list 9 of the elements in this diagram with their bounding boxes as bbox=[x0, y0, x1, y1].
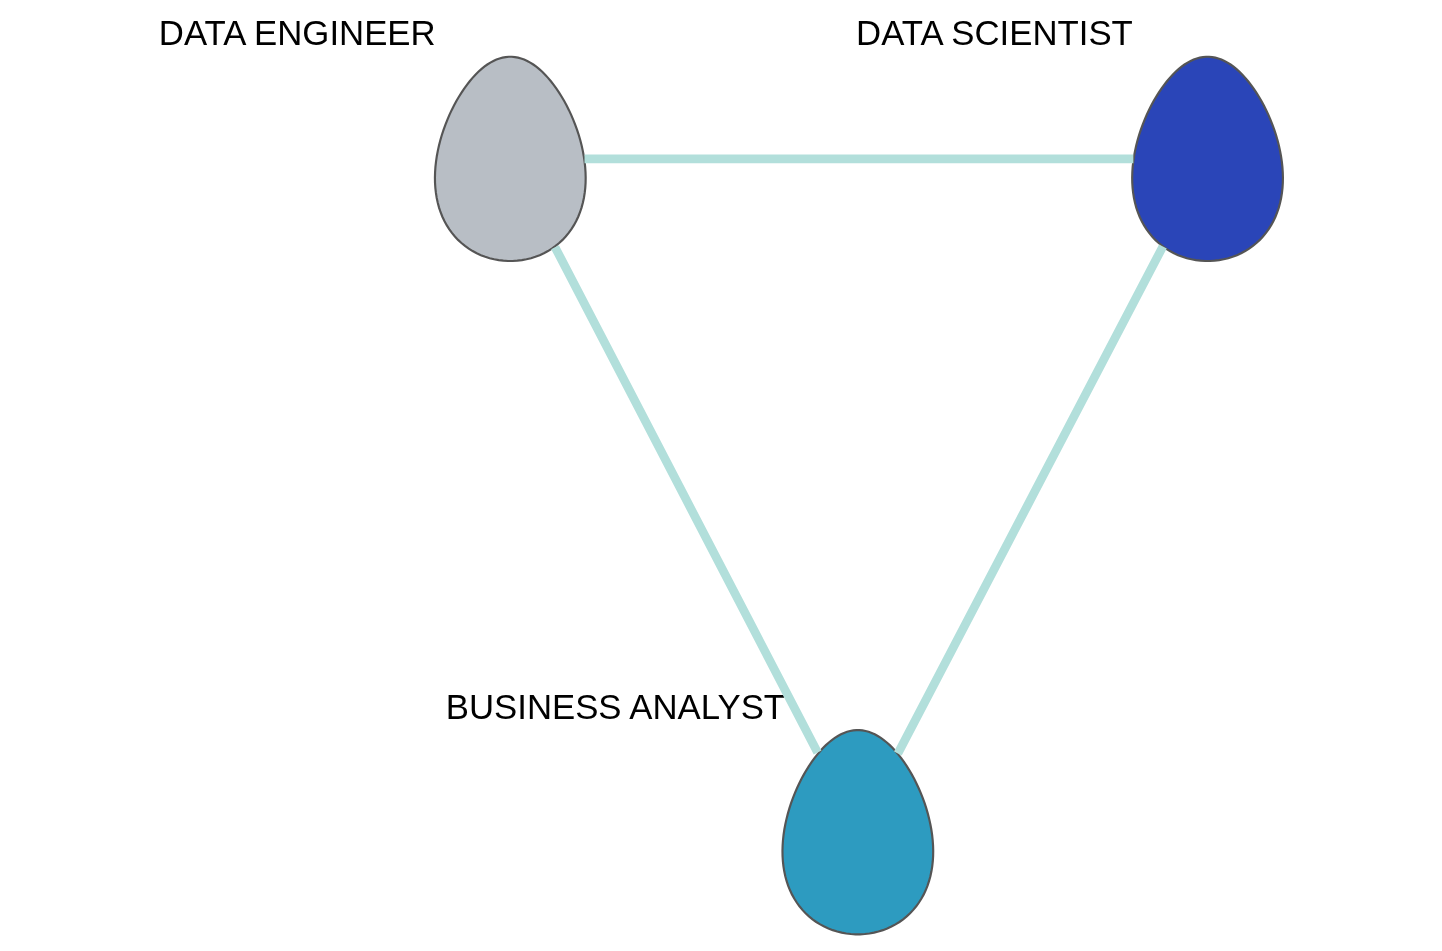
node-person bbox=[781, 728, 935, 935]
node-label: DATA ENGINEER bbox=[158, 13, 436, 52]
connector bbox=[894, 243, 1167, 755]
connector bbox=[551, 244, 822, 755]
node-person bbox=[1131, 55, 1284, 262]
node-person bbox=[433, 55, 587, 262]
node-label: DATA SCIENTIST bbox=[856, 13, 1133, 52]
node-label: BUSINESS ANALYST bbox=[445, 687, 786, 726]
connector bbox=[584, 154, 1134, 163]
